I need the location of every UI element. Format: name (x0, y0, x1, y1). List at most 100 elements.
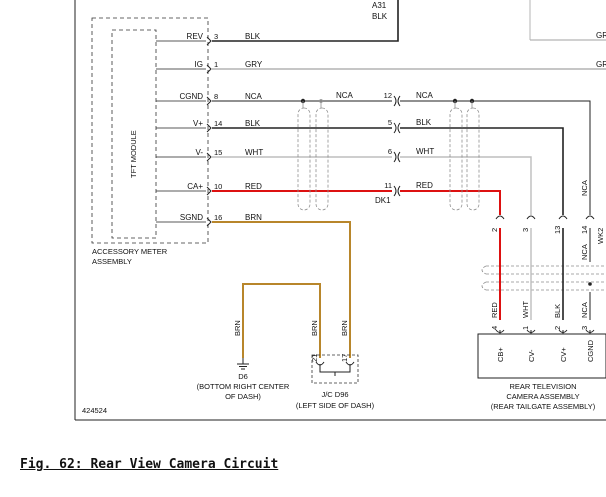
connector-arrow-icon (206, 123, 212, 133)
camera-wire-color: WHT (521, 301, 530, 318)
wire-caplus-red-2 (400, 190, 501, 215)
dk1-arrow-icon (397, 122, 401, 134)
module-pin-number: 10 (214, 182, 222, 191)
connector-arrow-icon (206, 36, 212, 46)
dk1-arrow-icon (397, 151, 401, 163)
camera-nca-wire: NCA (580, 244, 589, 260)
figure-caption: Fig. 62: Rear View Camera Circuit (20, 457, 279, 472)
wk2-pin: 14 (580, 226, 589, 234)
wire-sgnd-brn (212, 221, 351, 358)
figure-number: 424524 (82, 406, 107, 415)
dk1-wire-color: WHT (416, 147, 434, 156)
camera-right-nca-label: NCA (580, 180, 589, 196)
module-pin-name: CA+ (187, 182, 203, 191)
assembly-label-1: ACCESSORY METER (92, 247, 168, 256)
connector-arrow-icon (206, 217, 212, 227)
camera-wire-color: BLK (553, 304, 562, 318)
camera-upper-connector (495, 215, 595, 220)
dk1-label: DK1 (375, 196, 391, 205)
camera-label-2: CAMERA ASSEMBLY (506, 392, 579, 401)
dk1-wire-color: BLK (416, 118, 432, 127)
a31-label: A31 (372, 1, 387, 10)
connector-arrow-icon (206, 96, 212, 106)
tft-module-label: TFT MODULE (129, 130, 138, 178)
camera-lower-pin: 4 (490, 326, 499, 330)
dk1-pin: 5 (388, 118, 392, 127)
mid-nca-label: NCA (336, 91, 354, 100)
ground-desc-1: (BOTTOM RIGHT CENTER (197, 382, 290, 391)
module-pin-name: V+ (193, 119, 203, 128)
dk1-arrow-icon (393, 95, 397, 107)
wire-vplus-blk-2 (400, 127, 564, 215)
connector-arrow-icon (206, 186, 212, 196)
jc-desc: (LEFT SIDE OF DASH) (296, 401, 375, 410)
dk1-arrow-icon (393, 185, 397, 197)
ground-wire-label: BRN (233, 320, 242, 336)
module-wire-color: RED (245, 182, 262, 191)
module-wire-color: WHT (245, 148, 263, 157)
dk1-arrow-icon (393, 122, 397, 134)
jc-box (311, 354, 359, 384)
dk1-pin: 12 (384, 91, 392, 100)
tft-module-box (111, 29, 157, 239)
shield-right (449, 107, 480, 211)
module-wire-color: NCA (245, 92, 263, 101)
module-pin-name: IG (195, 60, 203, 69)
ground-name: D6 (238, 372, 248, 381)
splice-dot (588, 282, 592, 286)
module-wire-color: GRY (245, 60, 263, 69)
camera-lower-pin: 2 (553, 326, 562, 330)
jc-wire-label: BRN (340, 320, 349, 336)
wire-ground-brn (242, 283, 321, 358)
assembly-label-2: ASSEMBLY (92, 257, 132, 266)
shield-end (319, 99, 323, 103)
a31-wire-color: BLK (372, 12, 388, 21)
module-pin-name: CGND (179, 92, 203, 101)
jc-pin: 21 (310, 354, 319, 362)
camera-pin-name: CV+ (559, 347, 568, 362)
connector-arrow-icon (206, 64, 212, 74)
camera-assembly-box (477, 333, 606, 379)
dk1-pin: 11 (384, 181, 392, 190)
dk1-connector: 12 NCA 5 BLK 6 WHT 11 RED (384, 91, 434, 197)
module-pin-number: 8 (214, 92, 218, 101)
module-pin-number: 15 (214, 148, 222, 157)
accessory-meter-assembly-box (91, 17, 209, 244)
jc-name: J/C D96 (321, 390, 348, 399)
jc-connector (315, 361, 355, 376)
camera-pin-name: CB+ (496, 347, 505, 362)
jc-pin: 17 (340, 354, 349, 362)
camera-pin-name: CV- (527, 349, 536, 362)
dk1-arrow-icon (393, 151, 397, 163)
camera-label-3: (REAR TAILGATE ASSEMBLY) (491, 402, 596, 411)
dk1-pin: 6 (388, 147, 392, 156)
wk2-label: WK2 (596, 228, 605, 244)
module-pin-number: 16 (214, 213, 222, 222)
dk1-wire-color: RED (416, 181, 433, 190)
module-pin-number: 1 (214, 60, 218, 69)
jc-wire-label: BRN (310, 320, 319, 336)
wire-vminus-wht-2 (400, 156, 532, 215)
module-wire-color: BLK (245, 119, 261, 128)
camera-upper-pin: 2 (490, 228, 499, 232)
camera-upper-pin: 3 (521, 228, 530, 232)
ground-desc-2: OF DASH) (225, 392, 261, 401)
ground-icon (237, 358, 249, 370)
camera-pin-name: CGND (586, 339, 595, 362)
module-pin-name: SGND (180, 213, 203, 222)
dk1-arrow-icon (397, 95, 401, 107)
module-pin-number: 3 (214, 32, 218, 41)
module-wire-color: BLK (245, 32, 261, 41)
module-pin-name: REV (187, 32, 204, 41)
connector-arrow-icon (206, 152, 212, 162)
camera-upper-pin: 13 (553, 226, 562, 234)
module-pin-number: 14 (214, 119, 222, 128)
camera-lower-pin: 1 (521, 326, 530, 330)
right-edge-label: GR (596, 31, 606, 40)
module-wire-color: BRN (245, 213, 262, 222)
dk1-wire-color: NCA (416, 91, 434, 100)
camera-label-1: REAR TELEVISION (510, 382, 577, 391)
